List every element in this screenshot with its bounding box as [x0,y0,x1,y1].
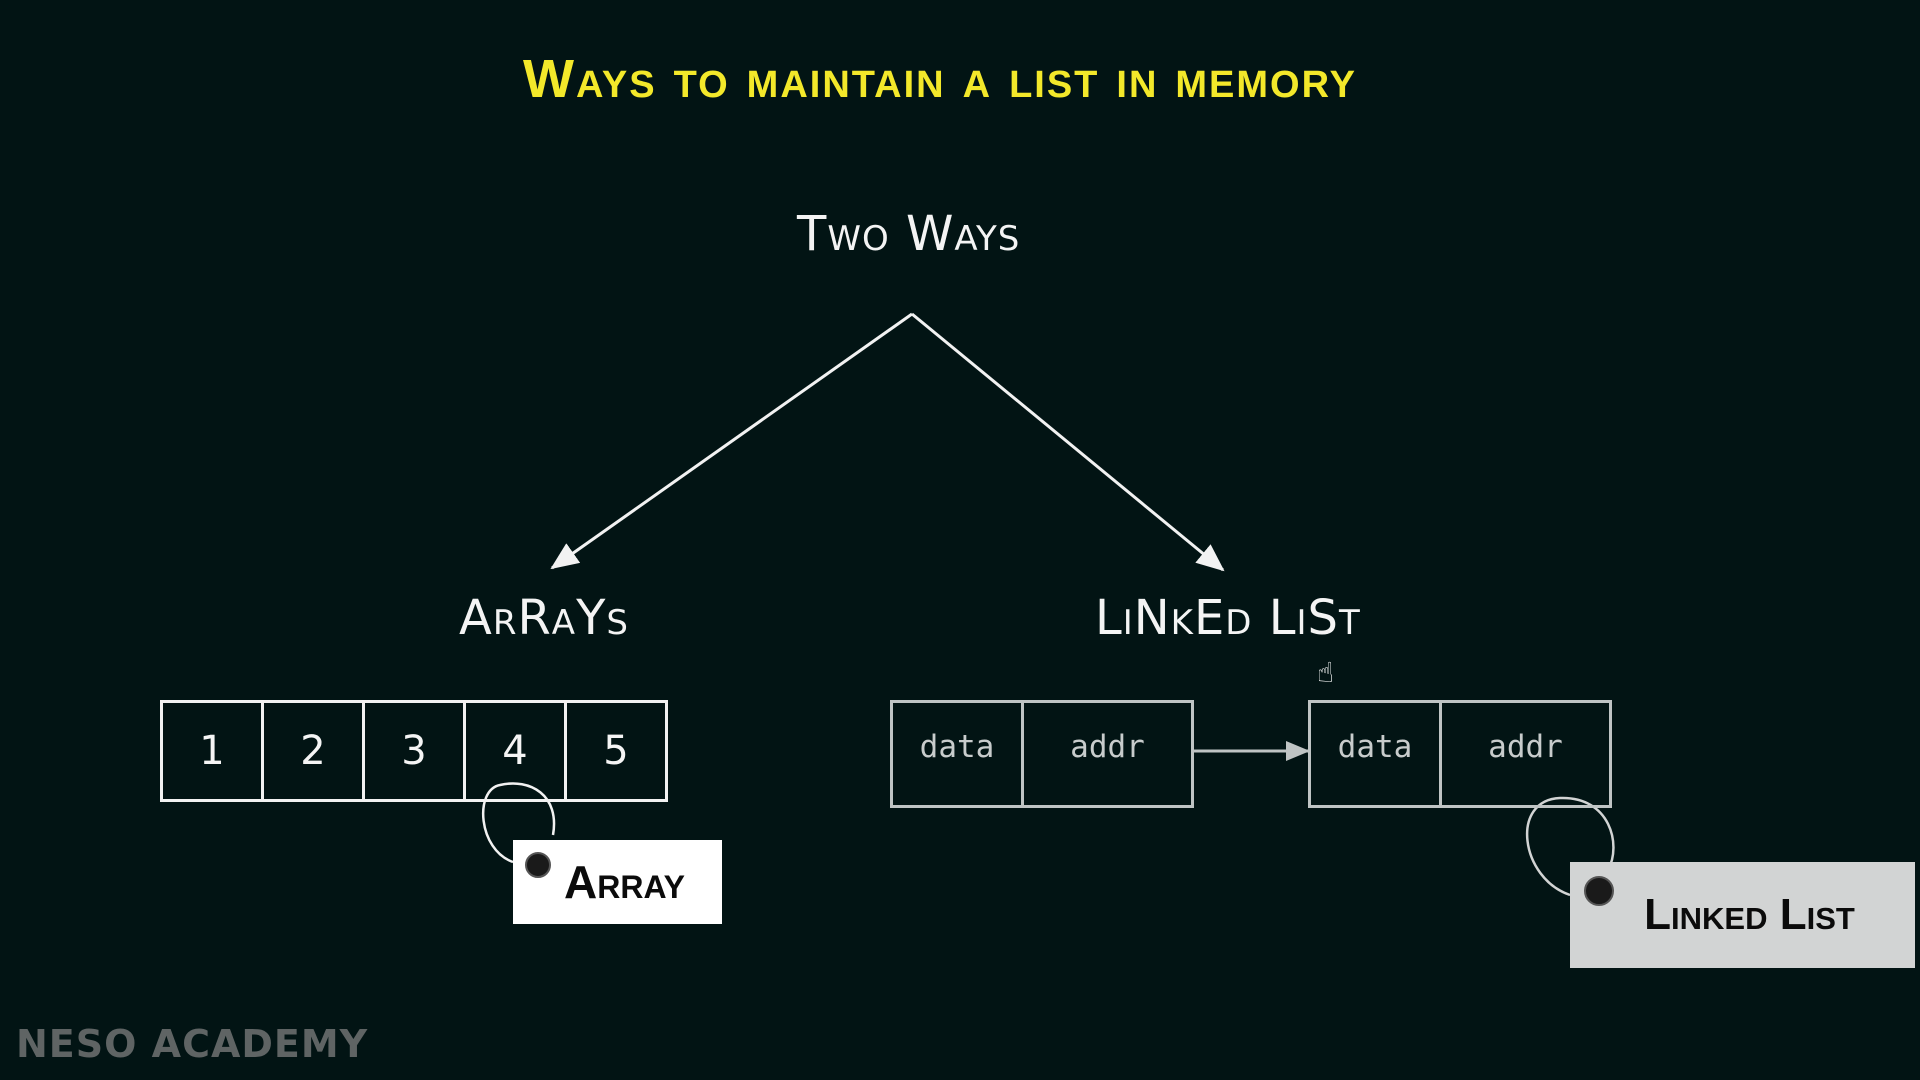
array-tag: Array [513,840,722,924]
array-cell: 1 [163,703,264,799]
array-tag-label: Array [564,856,685,908]
array-tag-string [481,782,556,864]
linked-list-node: data addr [1308,700,1612,808]
root-label: Two Ways [797,206,1021,262]
node-data-field: data [1311,703,1442,805]
array-cell: 4 [466,703,567,799]
array-cell: 5 [603,728,629,774]
linked-list-tag: Linked List [1570,862,1915,968]
tag-hole-icon [525,852,551,878]
slide-title: Ways to maintain a list in memory [522,49,1357,109]
array-cell: 3 [365,703,466,799]
linked-list-label: LiNkEd LiSt [1095,590,1361,646]
linked-list-node: data addr [890,700,1194,808]
node-data-field: data [893,703,1024,805]
hand-pointer-icon: ☝ [1317,656,1335,689]
node-addr-field: addr [1070,729,1145,765]
array-cell: 2 [264,703,365,799]
node-addr-field: addr [1488,729,1563,765]
linked-list-tag-label: Linked List [1644,890,1855,939]
array-diagram: 1 2 3 4 5 [160,700,668,802]
arrays-label: ArRaYs [459,590,629,646]
tag-hole-icon [1584,876,1614,906]
branch-arrow-left [550,312,913,570]
branch-arrow-right [911,312,1225,572]
watermark: NESO ACADEMY [16,1022,369,1066]
linked-tag-string [1525,796,1615,897]
